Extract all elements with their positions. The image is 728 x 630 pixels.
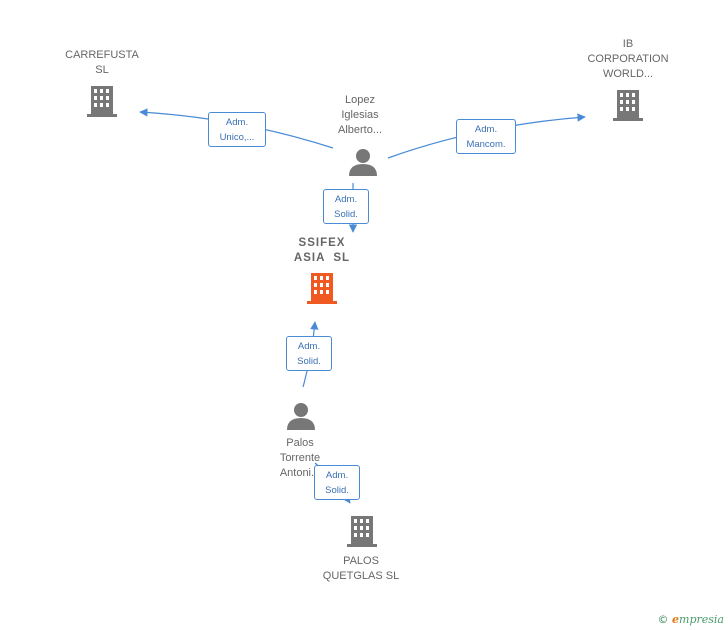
edge-label-line: Solid. <box>325 485 349 496</box>
node-label-line: SL <box>95 64 109 76</box>
node-label-line: CARREFUSTA <box>65 49 139 61</box>
node-label-line: SSIFEX <box>298 237 346 249</box>
edge-label-line: Adm. <box>325 470 349 481</box>
node-palos-quetglas-label[interactable]: PALOS QUETGLAS SL <box>306 554 416 584</box>
node-label-line: QUETGLAS SL <box>322 570 400 582</box>
node-label-line: Torrente <box>279 452 321 464</box>
node-label-line: Alberto... <box>337 124 383 136</box>
node-carrefusta-label[interactable]: CARREFUSTA SL <box>50 48 154 78</box>
node-ib-corporation-label[interactable]: IB CORPORATION WORLD... <box>572 37 684 82</box>
edge-label-line: Unico,... <box>219 132 255 143</box>
brand-initial: e <box>672 613 680 626</box>
person-icon <box>349 149 377 176</box>
edge-label-line: Mancom. <box>466 139 506 150</box>
node-label-line: IB <box>622 38 634 50</box>
edge-label-adm-solid-quetglas[interactable]: Adm. Solid. <box>314 465 360 500</box>
edge-label-adm-unico[interactable]: Adm. Unico,... <box>208 112 266 147</box>
node-label-line: Lopez <box>345 94 375 106</box>
building-icon-highlight <box>307 273 337 304</box>
node-palos-torrente-label[interactable]: Palos Torrente Antoni... <box>260 436 340 481</box>
node-ssifex-label[interactable]: SSIFEX ASIA SL <box>272 236 372 266</box>
node-label-line: Antoni... <box>279 467 321 479</box>
copyright-icon: © <box>657 613 669 626</box>
node-lopez-label[interactable]: Lopez Iglesias Alberto... <box>320 93 400 138</box>
node-label-line: CORPORATION <box>587 53 669 65</box>
building-icon <box>347 516 377 547</box>
brand-name: mpresia <box>679 613 724 626</box>
building-icon <box>613 90 643 121</box>
edge-label-line: Solid. <box>334 209 358 220</box>
edge-label-adm-solid-palos[interactable]: Adm. Solid. <box>286 336 332 371</box>
edge-label-line: Solid. <box>297 356 321 367</box>
edge-label-line: Adm. <box>225 117 249 128</box>
edge-label-adm-solid-lopez[interactable]: Adm. Solid. <box>323 189 369 224</box>
building-icon <box>87 86 117 117</box>
empresia-logo: © empresia <box>658 613 724 626</box>
edge-label-line: Adm. <box>297 341 321 352</box>
node-label-line: Palos <box>286 437 314 449</box>
node-label-line: WORLD... <box>602 68 654 80</box>
node-label-line: PALOS <box>343 555 379 567</box>
edge-label-adm-mancom[interactable]: Adm. Mancom. <box>456 119 516 154</box>
edge-label-line: Adm. <box>474 124 498 135</box>
edge-label-line: Adm. <box>334 194 358 205</box>
node-label-line: Iglesias <box>341 109 379 121</box>
node-label-line: ASIA SL <box>293 252 351 264</box>
person-icon <box>287 403 315 430</box>
